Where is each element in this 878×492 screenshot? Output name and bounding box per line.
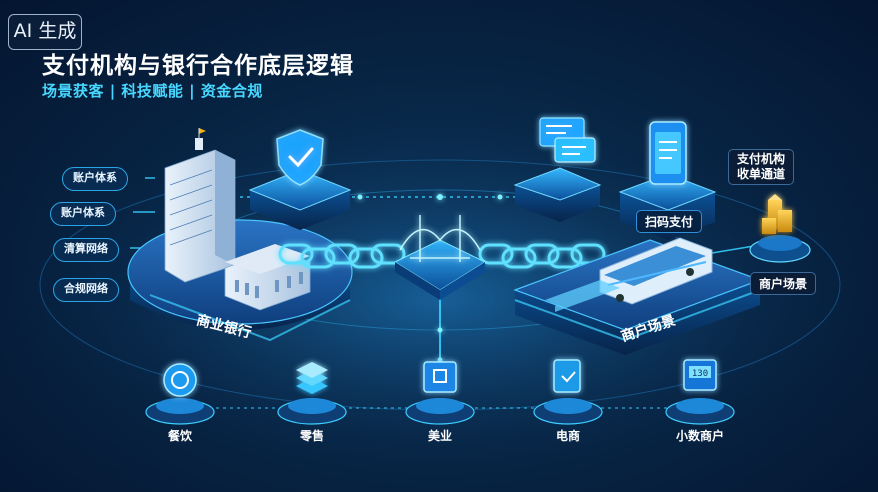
- node-label-3: 电商: [555, 429, 580, 443]
- scan-pay-label: 扫码支付: [636, 210, 703, 233]
- shield-icon: [276, 129, 324, 186]
- node-label-2: 美业: [427, 429, 452, 443]
- node-label-0: 餐饮: [167, 429, 192, 443]
- node-1: [277, 362, 347, 425]
- acquiring-channel-label: 支付机构 收单通道: [728, 149, 795, 185]
- station-icon: [545, 280, 620, 312]
- bank-item-account-2: 账户体系: [50, 202, 116, 226]
- chain-links: [278, 243, 606, 269]
- coin-stack-icon: [762, 194, 792, 234]
- bank-item-clearing: 清算网络: [53, 238, 119, 262]
- bank-item-account-1: 账户体系: [62, 167, 128, 191]
- phone-icon: [649, 121, 687, 185]
- ai-generated-badge: AI 生成: [8, 14, 82, 50]
- chat-icon: [539, 117, 596, 163]
- ecommerce-icon: [553, 359, 581, 393]
- beauty-icon: [423, 361, 457, 393]
- node-4: 130: [665, 359, 735, 425]
- merchant-scene-label: 商户场景: [750, 272, 817, 295]
- terminal-icon: 130: [683, 359, 717, 391]
- page-title: 支付机构与银行合作底层逻辑: [42, 53, 354, 79]
- page-subtitle: 场景获客 | 科技赋能 | 资金合规: [42, 82, 263, 100]
- layers-icon: [296, 362, 328, 394]
- bank-item-compliance: 合规网络: [53, 278, 119, 302]
- node-label-1: 零售: [299, 429, 324, 443]
- message-platform: [513, 167, 602, 222]
- node-3: [533, 359, 603, 425]
- bridge-icon: [393, 215, 487, 300]
- gold-merchant-platform: [749, 235, 811, 263]
- connector-dots: [357, 194, 503, 363]
- node-label-4: 小数商户: [675, 429, 724, 443]
- dining-icon: [163, 363, 197, 397]
- node-2: [405, 361, 475, 425]
- node-0: [145, 363, 215, 425]
- security-platform: [248, 169, 352, 230]
- bank-building-icon: [164, 128, 311, 311]
- terminal-screen-text: 130: [692, 369, 708, 379]
